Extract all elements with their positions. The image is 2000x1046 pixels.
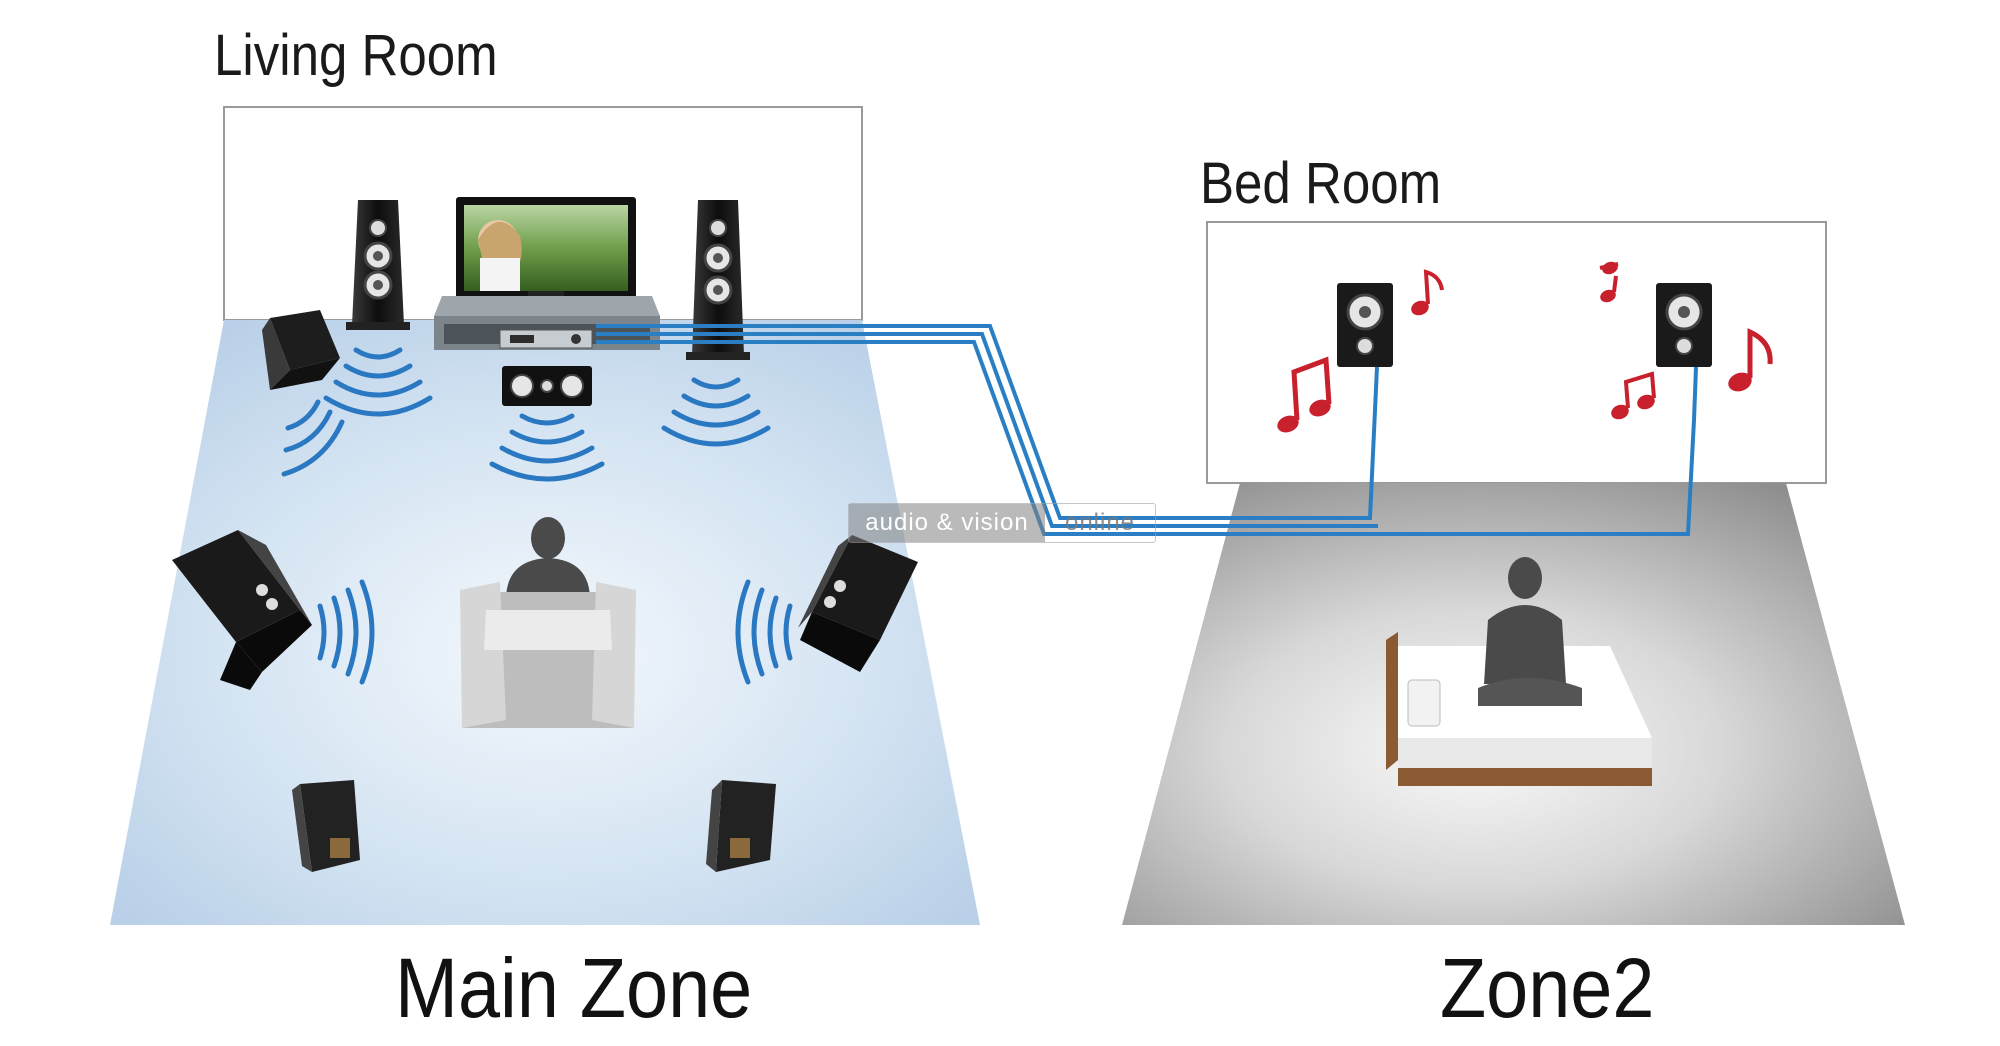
music-note-icon [1611, 371, 1656, 420]
music-note-icon [1599, 261, 1619, 303]
zone2-speaker-wires [596, 324, 1698, 536]
sound-wave-icon [281, 399, 345, 477]
tv-icon [456, 197, 636, 303]
subwoofer-icon [262, 310, 340, 390]
sound-wave-icon [735, 579, 793, 685]
sound-wave-icon [317, 579, 375, 685]
living-room [110, 106, 980, 925]
watermark-right-text: online [1064, 509, 1136, 536]
sound-wave-icon [661, 377, 771, 447]
bed-room-wall [1206, 221, 1827, 484]
watermark: audio & vision online [848, 503, 1156, 543]
av-receiver-icon [499, 329, 593, 349]
sound-wave-icon [323, 347, 433, 417]
bed-room-label: Bed Room [1200, 151, 1442, 216]
surround-speaker-icon [172, 530, 312, 690]
watermark-left-text: audio & vision [849, 504, 1045, 542]
surround-speaker-icon [798, 535, 918, 672]
living-room-label: Living Room [214, 23, 498, 88]
bookshelf-speaker-icon [1337, 283, 1393, 367]
bookshelf-speaker-icon [706, 780, 776, 872]
bed-room [1122, 221, 1905, 925]
sound-wave-icon [489, 413, 605, 482]
tower-speaker-icon [346, 200, 410, 330]
main-zone-label: Main Zone [395, 941, 753, 1035]
music-note-icon [1728, 328, 1773, 392]
zone2-label: Zone2 [1440, 941, 1655, 1035]
bookshelf-speaker-icon [1656, 283, 1712, 367]
center-speaker-icon [502, 366, 592, 406]
bed-listener-icon [1386, 557, 1652, 786]
armchair-listener-icon [460, 517, 636, 728]
tower-speaker-icon [686, 200, 750, 360]
music-note-icon [1277, 356, 1332, 433]
bookshelf-speaker-icon [292, 780, 360, 872]
music-note-icon [1411, 269, 1444, 316]
